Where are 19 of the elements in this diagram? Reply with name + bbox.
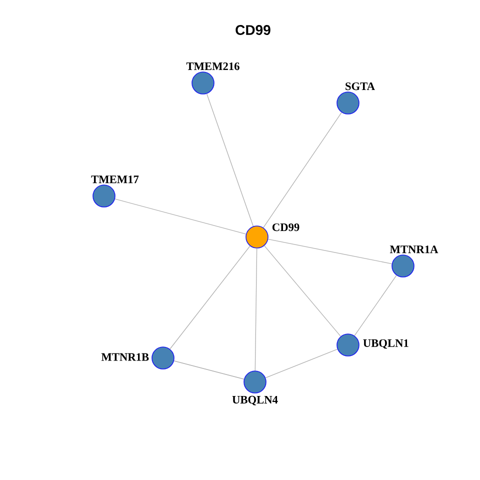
edge-line — [254, 248, 258, 371]
edge-line — [114, 198, 246, 234]
title: CD99 — [236, 25, 270, 35]
node-label: SGTA — [346, 82, 375, 90]
edge-line — [354, 275, 397, 336]
edge-line — [263, 112, 342, 228]
edge-line — [268, 238, 392, 264]
edge-line — [206, 93, 254, 227]
node-label: UBQLN1 — [363, 339, 408, 349]
node-label: TMEM17 — [91, 176, 139, 184]
node-label: TMEM216 — [186, 62, 240, 70]
edge-line — [264, 245, 341, 337]
node-label: UBQLN4 — [232, 396, 278, 406]
node-label: MTNR1B — [101, 353, 149, 361]
edge-line — [170, 246, 250, 350]
node-label: MTNR1A — [390, 246, 438, 254]
node-label: CD99 — [272, 223, 300, 232]
edge-line — [265, 348, 338, 378]
edge-line — [174, 360, 244, 380]
